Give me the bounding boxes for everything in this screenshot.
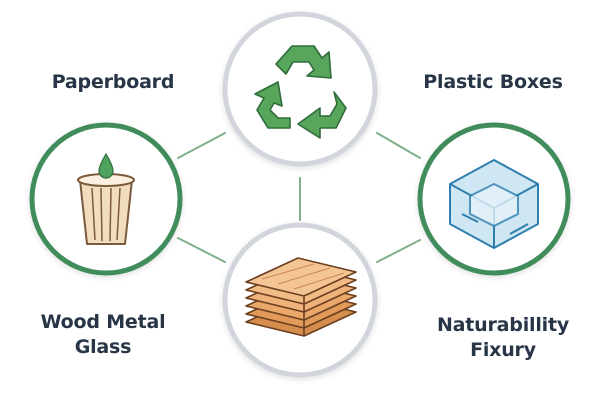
label-naturability-fixury: Naturabillity Fixury bbox=[418, 313, 588, 363]
connector-lines bbox=[177, 132, 421, 263]
label-paperboard-text: Paperboard bbox=[51, 71, 175, 93]
wood-stack-icon bbox=[245, 257, 357, 337]
label-naturability-line2: Fixury bbox=[470, 339, 536, 361]
recycle-icon bbox=[254, 45, 347, 139]
plastic-cube-icon bbox=[449, 159, 539, 249]
paper-cup-icon bbox=[77, 152, 135, 245]
label-plastic-boxes: Plastic Boxes bbox=[408, 70, 578, 95]
node-recycle bbox=[222, 11, 378, 167]
drop-icon bbox=[98, 152, 114, 179]
connector-right-top bbox=[376, 132, 421, 159]
label-wood-metal-glass: Wood Metal Glass bbox=[28, 310, 178, 360]
connector-left-top bbox=[177, 132, 226, 159]
connector-left-bottom bbox=[177, 237, 226, 263]
label-wood-metal-line2: Glass bbox=[74, 336, 132, 358]
connector-right-bottom bbox=[376, 239, 421, 263]
label-plastic-boxes-text: Plastic Boxes bbox=[423, 71, 563, 93]
label-paperboard: Paperboard bbox=[38, 70, 188, 95]
label-naturability-line1: Naturabillity bbox=[436, 314, 570, 336]
label-wood-metal-line1: Wood Metal bbox=[40, 311, 166, 333]
